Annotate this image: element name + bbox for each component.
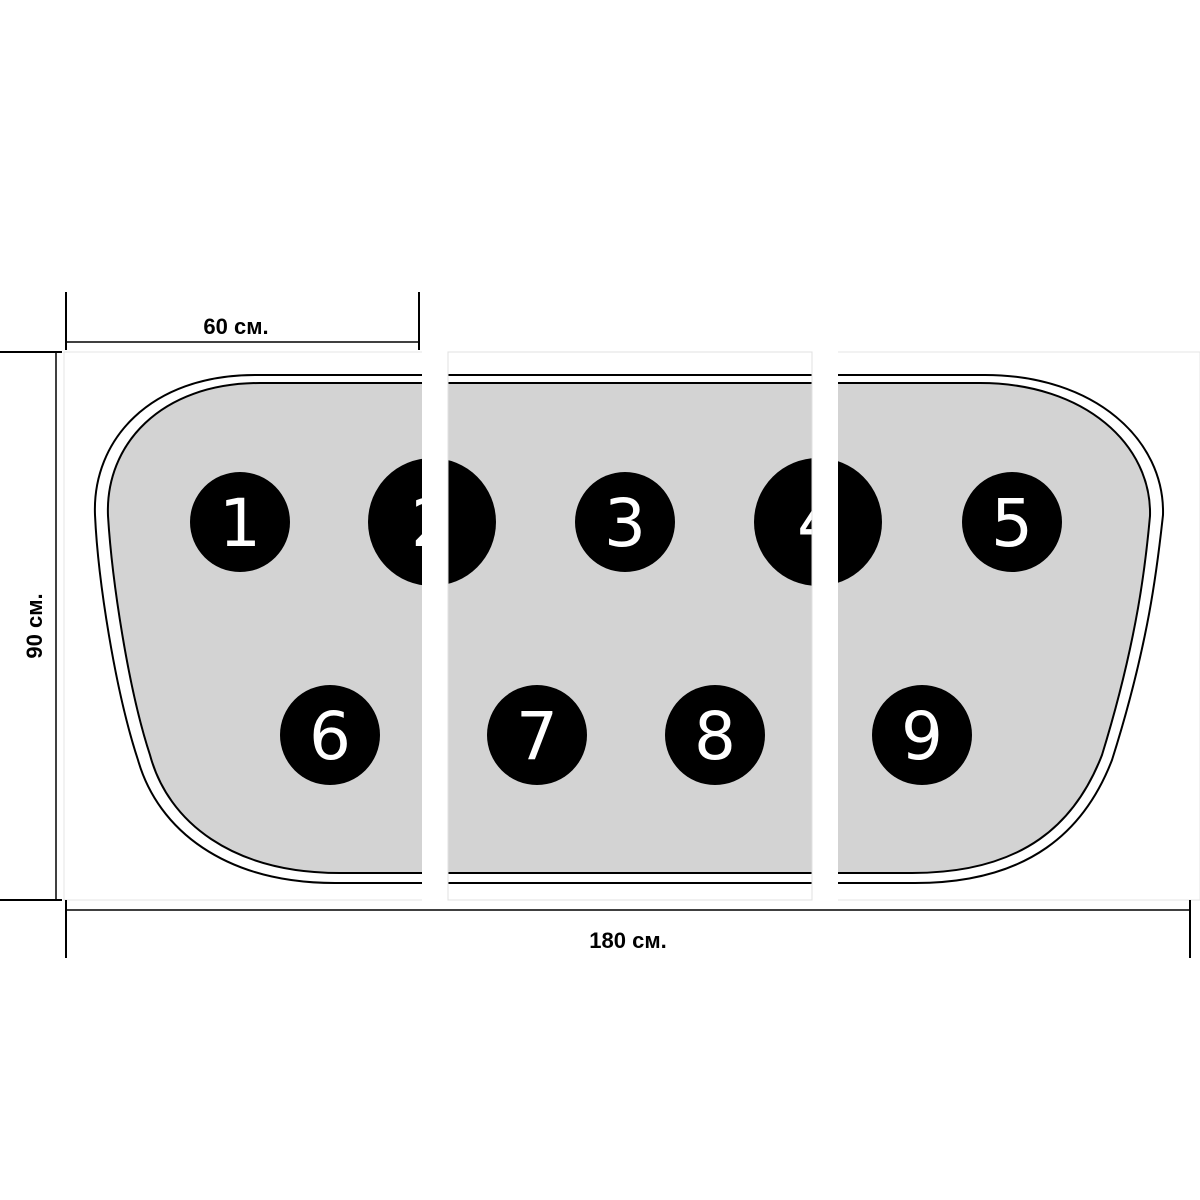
total-width-dimension: 180 см. bbox=[65, 900, 1191, 958]
pin-7: 7 bbox=[487, 685, 587, 785]
pin-8-label: 8 bbox=[694, 698, 736, 775]
pin-5: 5 bbox=[962, 472, 1062, 572]
panel-gap-left bbox=[422, 348, 448, 904]
panel-width-dimension: 60 см. bbox=[65, 292, 420, 350]
pin-9-label: 9 bbox=[901, 698, 943, 775]
pin-6-label: 6 bbox=[309, 698, 351, 775]
middle-panel-outline bbox=[447, 351, 813, 901]
pin-1-label: 1 bbox=[219, 485, 261, 562]
pin-1: 1 bbox=[190, 472, 290, 572]
pin-6: 6 bbox=[280, 685, 380, 785]
panel-gap-right bbox=[812, 348, 838, 904]
pin-3: 3 bbox=[575, 472, 675, 572]
total-width-label: 180 см. bbox=[589, 928, 666, 953]
pin-8: 8 bbox=[665, 685, 765, 785]
panel-width-label: 60 см. bbox=[203, 314, 268, 339]
pin-3-label: 3 bbox=[604, 485, 646, 562]
height-label: 90 см. bbox=[22, 593, 47, 658]
height-dimension: 90 см. bbox=[0, 351, 62, 901]
connector-body bbox=[106, 382, 1152, 874]
pin-9: 9 bbox=[872, 685, 972, 785]
pin-5-label: 5 bbox=[991, 485, 1033, 562]
pin-7-label: 7 bbox=[516, 698, 558, 775]
